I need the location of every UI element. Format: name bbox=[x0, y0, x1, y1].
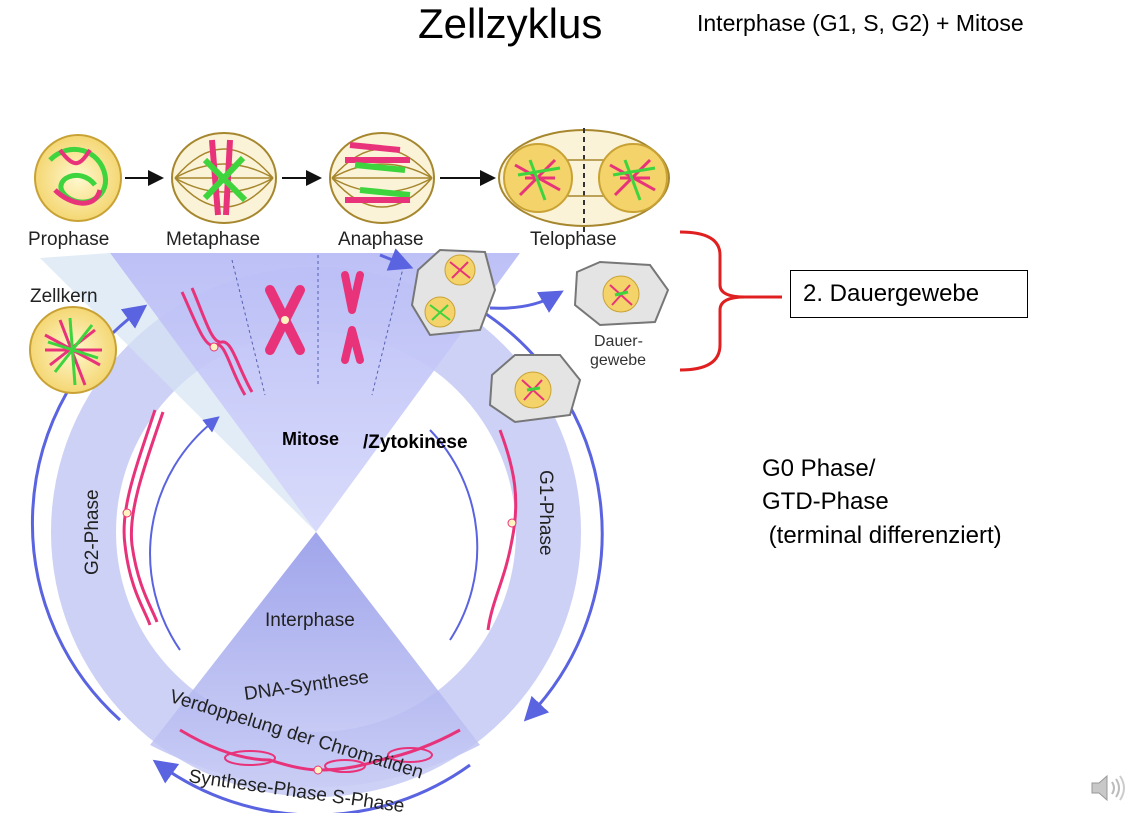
arrow-icon bbox=[149, 416, 220, 651]
chromosome-icon bbox=[122, 409, 157, 626]
permanent-tissue-box: 2. Dauergewebe bbox=[790, 270, 1028, 318]
permanent-tissue-label: Dauer- bbox=[594, 333, 643, 350]
permanent-tissue-cell-icon bbox=[410, 248, 497, 337]
g0-line: G0 Phase/ bbox=[762, 455, 876, 482]
prophase-cell-icon bbox=[34, 134, 122, 222]
telophase-cell-icon bbox=[498, 128, 670, 232]
g0-line: GTD-Phase bbox=[762, 488, 889, 515]
chromosome-icon bbox=[341, 271, 364, 314]
page-subtitle: Interphase (G1, S, G2) + Mitose bbox=[697, 10, 1024, 36]
g0-line: (terminal differenziert) bbox=[762, 522, 1002, 549]
nucleus-label: Zellkern bbox=[30, 286, 98, 307]
anaphase-cell-icon bbox=[329, 132, 435, 224]
arrow-icon bbox=[152, 759, 471, 813]
chromosome-icon bbox=[129, 411, 165, 623]
permanent-tissue-cell-icon bbox=[488, 354, 582, 424]
page-title: Zellzyklus bbox=[418, 0, 603, 47]
g1-phase-label: G1-Phase bbox=[535, 470, 556, 556]
arrow-icon bbox=[489, 290, 564, 313]
prophase-beam bbox=[40, 253, 316, 532]
arrow-icon bbox=[379, 248, 414, 271]
stage-label: Prophase bbox=[28, 229, 109, 250]
chromosome-icon bbox=[341, 326, 364, 364]
mitosis-label: Mitose bbox=[282, 429, 339, 449]
chromosome-icon bbox=[486, 429, 518, 631]
stage-label: Anaphase bbox=[338, 229, 424, 250]
g2-phase-label: G2-Phase bbox=[82, 489, 103, 575]
zytokinese-label: /Zytokinese bbox=[363, 432, 468, 453]
divider-line bbox=[371, 259, 406, 396]
permanent-tissue-cell-icon bbox=[573, 260, 670, 327]
bracket-icon bbox=[679, 230, 746, 372]
nucleus-icon bbox=[29, 306, 117, 394]
arrow-icon bbox=[429, 429, 479, 641]
speaker-icon[interactable] bbox=[1088, 770, 1128, 806]
s-phase-wedge bbox=[150, 532, 480, 788]
divider-line bbox=[231, 259, 266, 396]
metaphase-cell-icon bbox=[171, 132, 277, 224]
permanent-tissue-label: gewebe bbox=[590, 352, 646, 369]
stage-label: Telophase bbox=[530, 229, 617, 250]
stage-label: Metaphase bbox=[166, 229, 260, 250]
interphase-label: Interphase bbox=[265, 610, 355, 631]
chromosome-icon bbox=[190, 287, 254, 393]
mitosis-wedge bbox=[110, 253, 520, 532]
